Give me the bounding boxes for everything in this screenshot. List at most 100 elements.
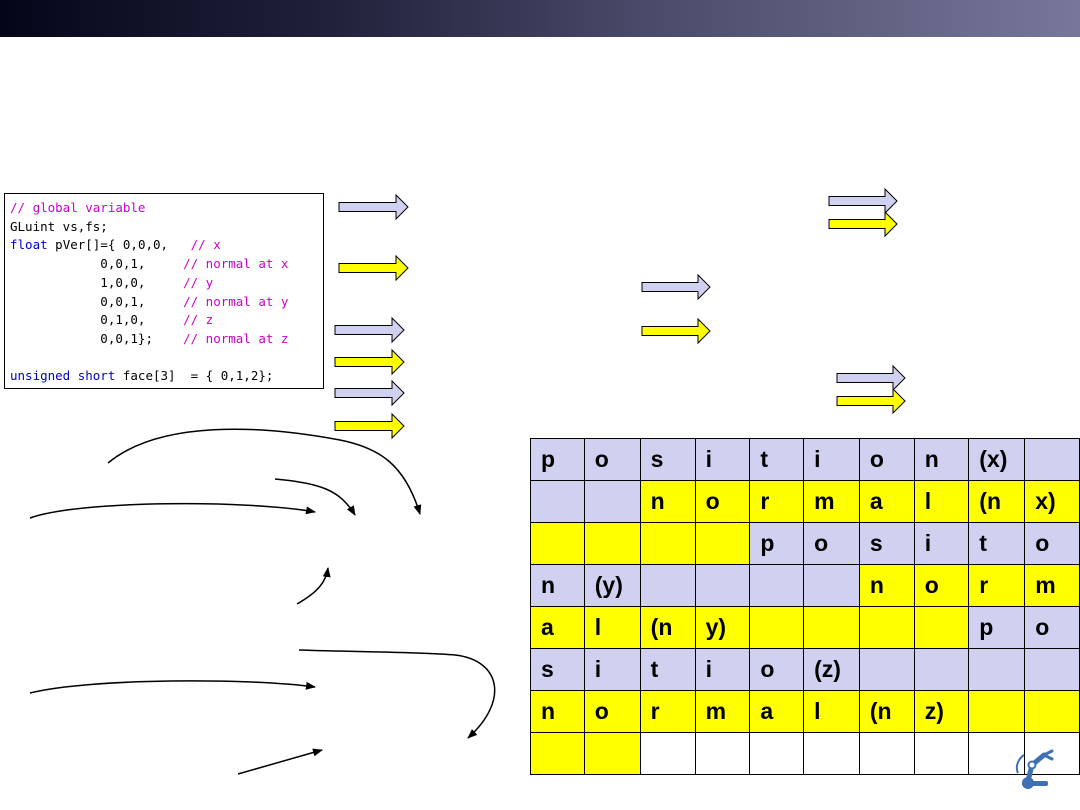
code-token: 0,0,1, <box>10 293 184 309</box>
grid-cell: s <box>639 438 696 481</box>
grid-cell <box>1024 732 1080 775</box>
grid-cell <box>530 522 585 565</box>
grid-cell <box>968 690 1026 733</box>
grid-cell: (x) <box>968 438 1026 481</box>
code-token: face[3] = { 0,1,2}; <box>115 368 274 384</box>
grid-cell <box>1024 648 1080 691</box>
block-arrow-yellow <box>641 317 711 345</box>
grid-cell: o <box>583 438 641 481</box>
grid-cell <box>749 564 805 607</box>
grid-cell: o <box>913 564 970 607</box>
code-token: // normal at z <box>183 330 289 346</box>
grid-cell <box>749 606 805 649</box>
grid-cell: (y) <box>583 564 641 607</box>
code-line: 0,1,0, // z <box>10 311 213 329</box>
block-arrow-yellow <box>828 210 898 238</box>
grid-cell <box>803 564 860 607</box>
grid-cell: t <box>639 648 696 691</box>
grid-cell: s <box>530 648 585 691</box>
grid-cell <box>968 648 1026 691</box>
grid-cell <box>913 648 970 691</box>
grid-cell: (n <box>858 690 915 733</box>
curve-arrow-2 <box>274 478 356 516</box>
grid-cell: r <box>968 564 1026 607</box>
grid-cell: o <box>583 690 641 733</box>
grid-cell <box>694 564 751 607</box>
grid-cell: o <box>749 648 805 691</box>
block-arrow-yellow <box>334 412 405 440</box>
grid-cell <box>639 564 696 607</box>
grid-cell <box>803 606 860 649</box>
grid-cell: n <box>913 438 970 481</box>
grid-row <box>530 732 1080 775</box>
grid-cell <box>530 480 585 523</box>
grid-cell: m <box>1024 564 1080 607</box>
curve-arrow-6 <box>29 680 316 694</box>
grid-cell: r <box>749 480 805 523</box>
grid-cell: p <box>749 522 805 565</box>
grid-cell <box>639 522 696 565</box>
grid-cell: r <box>639 690 696 733</box>
grid-cell: n <box>530 564 585 607</box>
code-line: 0,0,1}; // normal at z <box>10 330 288 348</box>
grid-cell: m <box>803 480 860 523</box>
grid-cell <box>913 606 970 649</box>
grid-cell <box>583 522 641 565</box>
grid-cell: (n <box>968 480 1026 523</box>
grid-cell: (n <box>639 606 696 649</box>
curve-arrow-1 <box>107 428 422 515</box>
block-arrow-lavender <box>334 379 405 407</box>
grid-cell: i <box>583 648 641 691</box>
code-token: pVer[]={ 0,0,0, <box>47 237 191 253</box>
grid-cell <box>530 732 585 775</box>
block-arrow-lavender <box>836 364 906 392</box>
grid-cell: z) <box>913 690 970 733</box>
code-token: // normal at x <box>183 256 289 272</box>
curve-arrow-3 <box>29 502 316 519</box>
block-arrow-yellow <box>334 348 405 376</box>
grid-cell: n <box>639 480 696 523</box>
grid-cell: x) <box>1024 480 1080 523</box>
grid-cell: o <box>694 480 751 523</box>
title-bar <box>0 0 1080 37</box>
grid-cell: l <box>913 480 970 523</box>
code-token: // y <box>183 274 214 290</box>
block-arrow-yellow <box>836 387 906 415</box>
grid-cell <box>968 732 1026 775</box>
grid-cell: (z) <box>803 648 860 691</box>
curve-arrow-7 <box>237 748 323 775</box>
code-token: unsigned short <box>10 368 116 384</box>
code-line: 1,0,0, // y <box>10 274 213 292</box>
block-arrow-lavender <box>828 187 898 215</box>
grid-cell: i <box>694 438 751 481</box>
curve-arrow-4 <box>296 567 331 605</box>
grid-cell <box>639 732 696 775</box>
grid-cell <box>583 480 641 523</box>
grid-cell <box>583 732 641 775</box>
grid-cell: p <box>530 438 585 481</box>
grid-cell: n <box>530 690 585 733</box>
code-line: // global variable <box>10 199 145 217</box>
grid-cell <box>858 648 915 691</box>
code-token: // normal at y <box>183 293 289 309</box>
grid-cell: l <box>803 690 860 733</box>
code-token: // z <box>183 312 214 328</box>
grid-cell <box>1024 690 1080 733</box>
code-line: 0,0,1, // normal at y <box>10 293 288 311</box>
grid-cell: i <box>803 438 860 481</box>
grid-cell <box>694 732 751 775</box>
code-token: 1,0,0, <box>10 274 184 290</box>
code-token: // x <box>190 237 221 253</box>
grid-cell <box>858 606 915 649</box>
code-token: 0,0,1, <box>10 256 184 272</box>
curve-arrow-5 <box>298 649 496 739</box>
block-arrow-lavender <box>338 193 409 221</box>
